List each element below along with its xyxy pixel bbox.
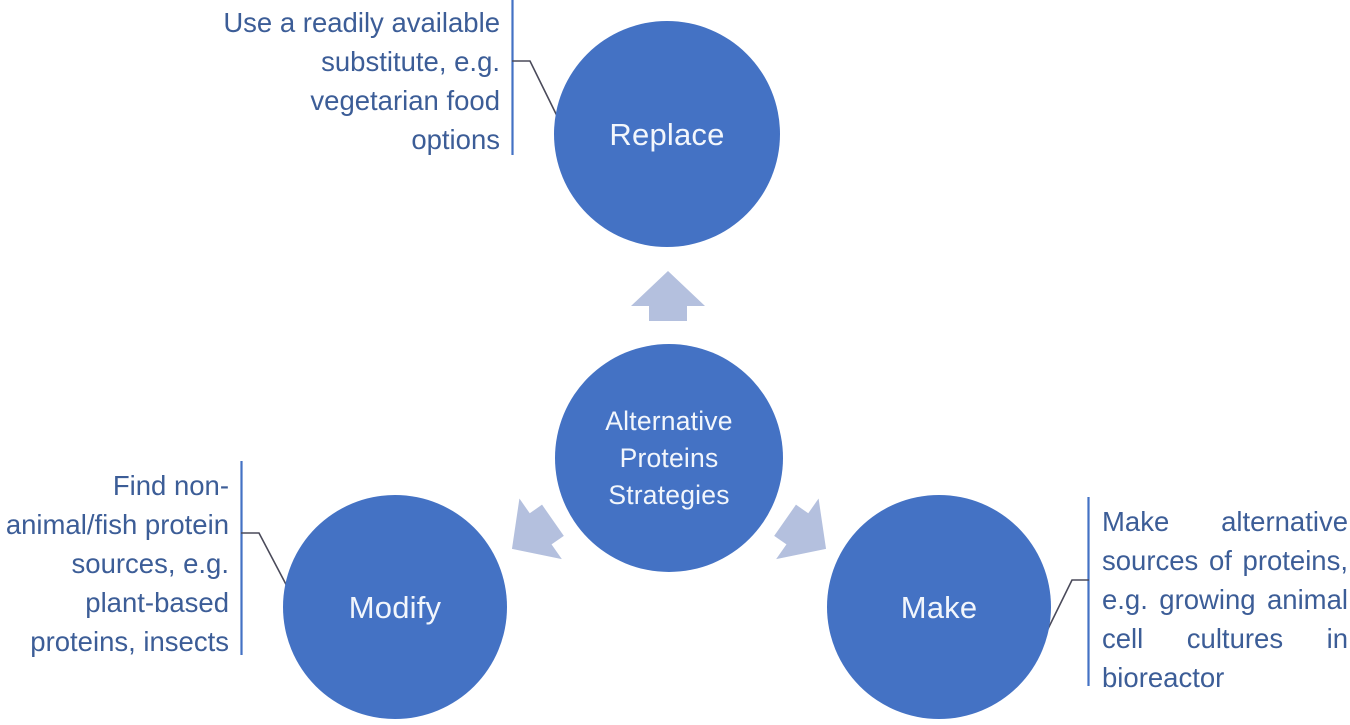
node-center-label: Alternative Proteins Strategies: [605, 403, 732, 514]
arrow-down-left-icon: [511, 498, 564, 560]
node-replace-label: Replace: [609, 116, 725, 152]
node-modify-label: Modify: [348, 589, 442, 625]
node-center-label-line-2: Proteins: [619, 442, 719, 473]
callout-replace-text: Use a readily available substitute, e.g.…: [223, 7, 500, 155]
callout-modify-text: Find non-animal/fish protein sources, e.…: [5, 470, 229, 657]
node-center-hub[interactable]: Alternative Proteins Strategies: [555, 344, 783, 572]
leader-line-replace: [512, 60, 560, 121]
callout-make-text: Make alternative sources of proteins, e.…: [1102, 506, 1348, 693]
node-make[interactable]: Make: [827, 495, 1051, 719]
node-center-label-line-1: Alternative: [605, 405, 733, 436]
leader-line-modify: [241, 532, 291, 593]
node-replace[interactable]: Replace: [554, 21, 780, 247]
node-make-label: Make: [900, 589, 978, 625]
node-modify[interactable]: Modify: [283, 495, 507, 719]
node-center-label-line-3: Strategies: [608, 479, 730, 510]
arrow-up-icon: [631, 271, 705, 321]
